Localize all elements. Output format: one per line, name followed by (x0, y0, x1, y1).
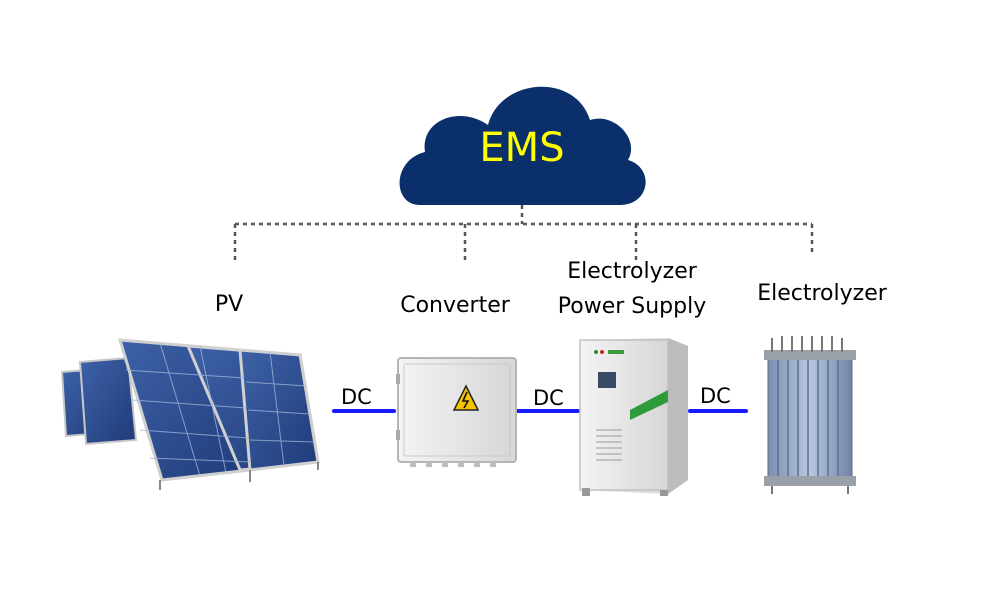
pv-label: PV (214, 292, 244, 317)
converter-label: Converter (400, 293, 510, 318)
warning-icon (452, 384, 480, 411)
pv-array-image (60, 338, 320, 490)
ems-label: EMS (479, 125, 565, 171)
power-supply-cabinet-image (579, 338, 688, 496)
electrolyzer-label: Electrolyzer (757, 281, 887, 306)
power-supply-label-line1: Electrolyzer (567, 259, 697, 284)
converter-image (396, 357, 517, 467)
electrolyzer-stack-image (764, 336, 856, 494)
dc-label-2: DC (533, 386, 564, 410)
comm-lines (233, 205, 814, 262)
power-supply-label-line2: Power Supply (557, 294, 707, 319)
dc-label-3: DC (700, 384, 731, 408)
ems-cloud (399, 86, 646, 205)
dc-label-1: DC (341, 385, 372, 409)
